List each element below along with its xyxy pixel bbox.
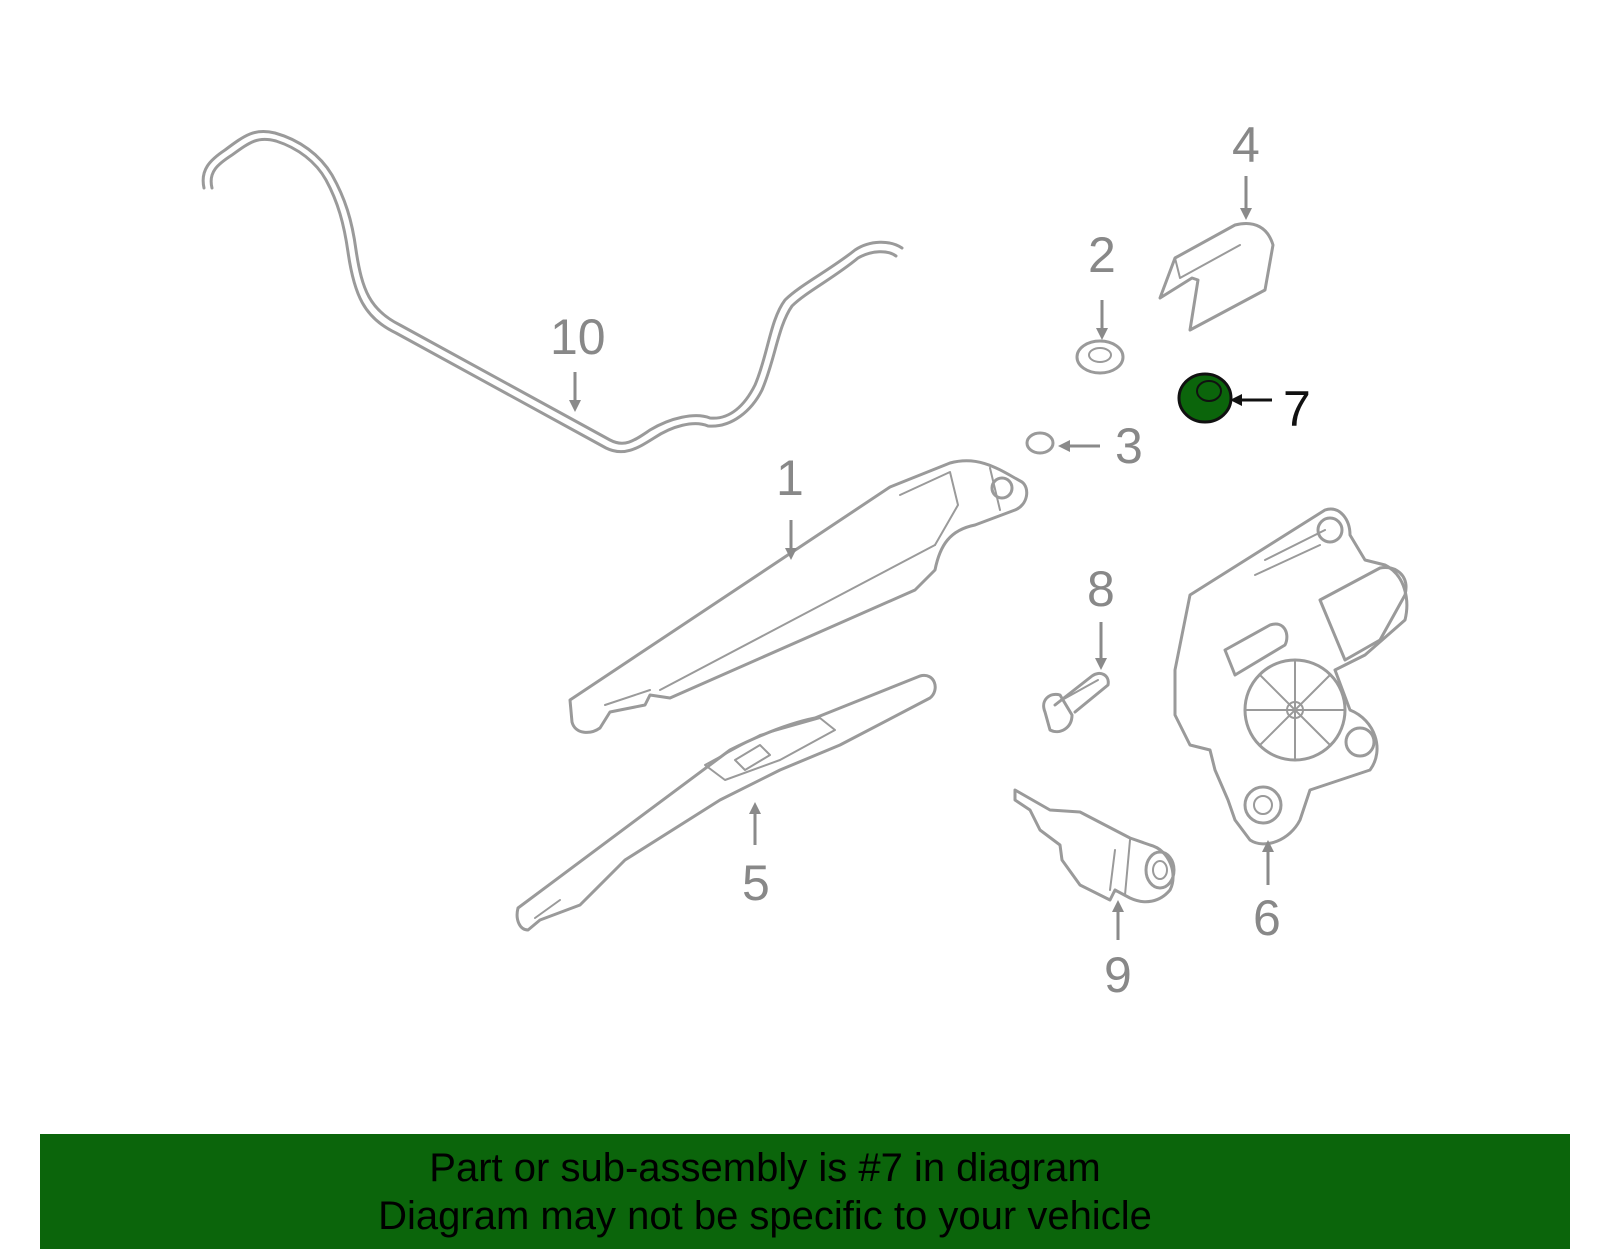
callout-4: 4 bbox=[1232, 117, 1260, 173]
arrow-5-icon bbox=[749, 802, 761, 814]
arrow-3-icon bbox=[1058, 440, 1070, 452]
arrow-9-icon bbox=[1112, 900, 1124, 912]
o-ring-part-3[interactable] bbox=[1025, 431, 1055, 455]
cap-part-4[interactable] bbox=[1158, 222, 1275, 332]
washer-part-2[interactable] bbox=[1075, 339, 1125, 375]
arrow-10-icon bbox=[569, 400, 581, 412]
arrow-1-icon bbox=[785, 548, 797, 560]
callout-1: 1 bbox=[776, 450, 804, 506]
callout-2: 2 bbox=[1088, 227, 1116, 283]
callout-7-highlighted: 7 bbox=[1283, 381, 1311, 437]
callout-10: 10 bbox=[550, 309, 606, 365]
callout-6: 6 bbox=[1253, 890, 1281, 946]
nut-part-7-highlighted[interactable] bbox=[1177, 372, 1233, 424]
bolt-part-8[interactable] bbox=[1042, 671, 1110, 734]
arrow-8-icon bbox=[1095, 658, 1107, 670]
nozzle-part-9[interactable] bbox=[1013, 788, 1176, 904]
wiper-motor-part-6[interactable] bbox=[1173, 507, 1409, 846]
arrow-2-icon bbox=[1096, 328, 1108, 340]
info-banner: Part or sub-assembly is #7 in diagram Di… bbox=[40, 1134, 1570, 1249]
wiper-blade-part-5[interactable] bbox=[515, 673, 937, 932]
banner-line-1: Part or sub-assembly is #7 in diagram bbox=[429, 1146, 1101, 1190]
callout-9: 9 bbox=[1104, 947, 1132, 1003]
callout-3: 3 bbox=[1115, 418, 1143, 474]
arrow-6-icon bbox=[1262, 840, 1274, 852]
washer-hose-part-10[interactable] bbox=[201, 129, 904, 454]
wiper-arm-part-1[interactable] bbox=[568, 459, 1029, 734]
arrow-7-icon bbox=[1230, 394, 1242, 406]
callout-labels: 10 1 2 4 3 7 8 5 9 6 bbox=[550, 117, 1311, 1003]
arrow-4-icon bbox=[1240, 208, 1252, 220]
leader-lines bbox=[569, 176, 1274, 940]
callout-5: 5 bbox=[742, 855, 770, 911]
callout-8: 8 bbox=[1087, 561, 1115, 617]
banner-line-2: Diagram may not be specific to your vehi… bbox=[378, 1194, 1152, 1238]
